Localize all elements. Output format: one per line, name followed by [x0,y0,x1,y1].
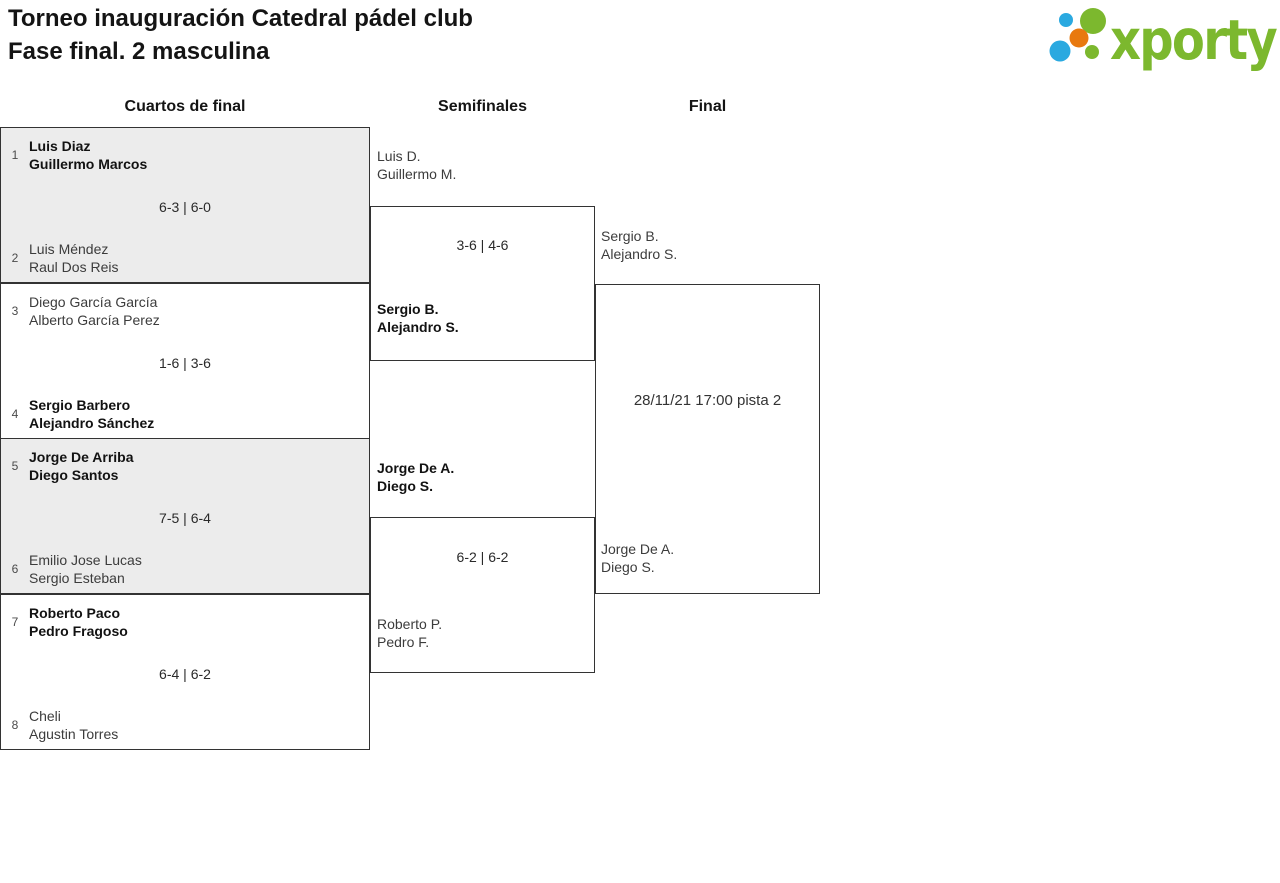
player-name: Diego S. [377,478,434,494]
team-names: Emilio Jose Lucas Sergio Esteban [29,551,142,587]
player-name: Diego S. [601,559,655,575]
player-name: Luis D. [377,148,421,164]
player-name: Emilio Jose Lucas [29,552,142,568]
tournament-name: Torneo inauguración Catedral pádel club [8,5,473,32]
team-names: Jorge De Arriba Diego Santos [29,448,134,484]
player-name: Alberto García Perez [29,312,160,328]
seed-number: 8 [11,718,19,732]
team-names: Jorge De A. Diego S. [377,459,454,495]
player-name: Sergio Esteban [29,570,125,586]
match-box-quarterfinal-2[interactable]: 3 Diego García García Alberto García Per… [0,283,370,439]
player-name: Guillermo Marcos [29,156,148,172]
team-names: Luis Méndez Raul Dos Reis [29,240,118,276]
team-names: Sergio Barbero Alejandro Sánchez [29,396,154,432]
player-name: Cheli [29,708,61,724]
player-name: Jorge De A. [377,460,455,476]
xporty-logo-graphic: xporty [1049,8,1279,72]
player-name: Jorge De A. [601,541,675,557]
player-name: Luis Diaz [29,138,91,154]
logo-dot-blue-small [1059,13,1073,27]
player-name: Sergio B. [377,301,439,317]
logo-dot-green-small [1085,45,1099,59]
team-names: Luis Diaz Guillermo Marcos [29,137,147,173]
page-title: Torneo inauguración Catedral pádel club … [8,2,473,68]
player-name: Roberto P. [377,616,443,632]
player-name: Raul Dos Reis [29,259,119,275]
match-box-semifinal-1[interactable] [370,206,595,361]
match-box-quarterfinal-1[interactable]: 1 Luis Diaz Guillermo Marcos 6-3 | 6-0 2… [0,127,370,283]
player-name: Pedro F. [377,634,430,650]
player-name: Roberto Paco [29,605,121,621]
team-names: Sergio B. Alejandro S. [377,300,459,336]
player-name: Diego Santos [29,467,119,483]
seed-number: 6 [11,562,19,576]
logo-wordmark: xporty [1110,8,1277,72]
seed-number: 1 [11,148,19,162]
xporty-logo[interactable]: xporty [1048,2,1279,79]
player-name: Pedro Fragoso [29,623,128,639]
round-header-final: Final [688,98,727,115]
match-score: 1-6 | 3-6 [159,355,211,371]
seed-number: 3 [11,304,19,318]
team-names: Cheli Agustin Torres [29,707,118,743]
match-box-quarterfinal-4[interactable]: 7 Roberto Paco Pedro Fragoso 6-4 | 6-2 8… [0,594,370,750]
match-box-final[interactable] [595,284,820,594]
match-score: 6-3 | 6-0 [159,199,211,215]
player-name: Agustin Torres [29,726,119,742]
match-score: 7-5 | 6-4 [159,510,211,526]
player-name: Luis Méndez [29,241,109,257]
seed-number: 2 [11,251,19,265]
match-score: 3-6 | 4-6 [456,237,509,253]
round-header-quarterfinals: Cuartos de final [124,98,246,115]
match-box-quarterfinal-3[interactable]: 5 Jorge De Arriba Diego Santos 7-5 | 6-4… [0,438,370,594]
seed-number: 7 [11,615,19,629]
match-score: 6-2 | 6-2 [456,549,509,565]
final-match-schedule: 28/11/21 17:00 pista 2 [633,392,782,409]
player-name: Alejandro Sánchez [29,415,155,431]
player-name: Sergio B. [601,228,659,244]
logo-dot-orange [1069,28,1089,48]
player-name: Guillermo M. [377,166,457,182]
team-names: Sergio B. Alejandro S. [601,227,677,263]
player-name: Alejandro S. [601,246,678,262]
team-names: Jorge De A. Diego S. [601,540,674,576]
player-name: Jorge De Arriba [29,449,134,465]
team-names: Diego García García Alberto García Perez [29,293,160,329]
logo-dot-green-large [1080,8,1106,34]
phase-name: Fase final. 2 masculina [8,38,270,65]
match-box-semifinal-2[interactable] [370,517,595,673]
seed-number: 4 [11,407,19,421]
logo-dot-blue-large [1049,40,1071,62]
player-name: Diego García García [29,294,158,310]
seed-number: 5 [11,459,19,473]
team-names: Roberto Paco Pedro Fragoso [29,604,128,640]
team-names: Luis D. Guillermo M. [377,147,456,183]
player-name: Alejandro S. [377,319,459,335]
player-name: Sergio Barbero [29,397,131,413]
round-header-semifinals: Semifinales [438,98,527,115]
match-score: 6-4 | 6-2 [159,666,211,682]
team-names: Roberto P. Pedro F. [377,615,442,651]
